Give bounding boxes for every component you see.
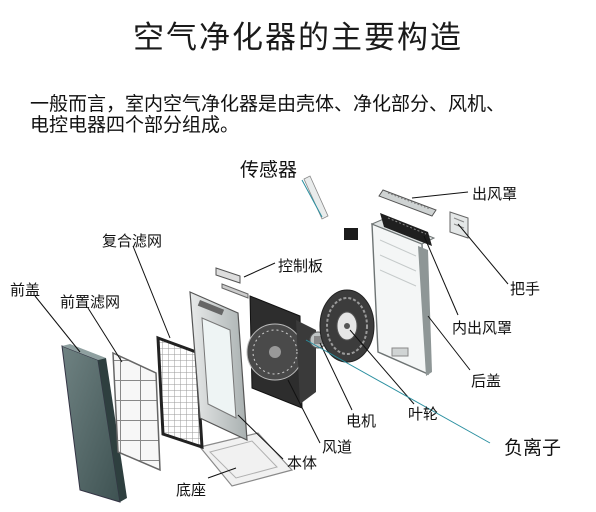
leader-body bbox=[237, 414, 284, 460]
label-pre-filter: 前置滤网 bbox=[60, 293, 121, 311]
control-board-part bbox=[215, 267, 249, 299]
leader-control-board bbox=[243, 262, 276, 278]
leader-sensor bbox=[301, 179, 323, 218]
intro-text: 一般而言，室内空气净化器是由壳体、净化部分、风机、 电控电器四个部分组成。 bbox=[30, 94, 590, 136]
diagram-title: 空气净化器的主要构造 bbox=[133, 20, 463, 56]
label-composite-filter: 复合滤网 bbox=[102, 232, 163, 250]
leader-rear-cover bbox=[427, 315, 471, 371]
label-control-board: 控制板 bbox=[278, 257, 324, 275]
outlet-cover-part bbox=[378, 189, 437, 217]
leader-base bbox=[207, 467, 237, 479]
composite-filter-part bbox=[156, 335, 204, 450]
label-inner-outlet-cover: 内出风罩 bbox=[452, 319, 513, 337]
label-base: 底座 bbox=[176, 481, 207, 499]
leader-air-duct bbox=[287, 379, 321, 444]
leader-handle bbox=[457, 223, 509, 285]
leader-impeller bbox=[349, 329, 415, 405]
leader-front-cover bbox=[34, 295, 81, 353]
sensor-part bbox=[303, 175, 358, 240]
label-sensor: 传感器 bbox=[240, 159, 298, 181]
body-frame-part bbox=[189, 291, 248, 441]
label-air-duct: 风道 bbox=[322, 438, 353, 456]
impeller-part bbox=[319, 289, 375, 363]
front-cover-part bbox=[61, 344, 127, 503]
leader-anion bbox=[305, 339, 491, 444]
leader-motor bbox=[319, 342, 353, 411]
leader-pre-filter bbox=[87, 307, 123, 363]
base-part bbox=[198, 432, 294, 487]
pre-filter-part bbox=[112, 351, 161, 472]
inner-outlet-cover-part bbox=[380, 213, 432, 246]
label-body: 本体 bbox=[287, 454, 318, 472]
label-motor: 电机 bbox=[346, 412, 377, 430]
leader-outlet-cover bbox=[411, 191, 469, 199]
leader-inner-outlet-cover bbox=[423, 235, 459, 316]
intro-line-2: 电控电器四个部分组成。 bbox=[30, 114, 240, 136]
label-front-cover: 前盖 bbox=[10, 281, 41, 299]
label-impeller: 叶轮 bbox=[408, 405, 439, 423]
label-outlet-cover: 出风罩 bbox=[472, 185, 518, 203]
intro-line-1: 一般而言，室内空气净化器是由壳体、净化部分、风机、 bbox=[30, 93, 506, 115]
label-handle: 把手 bbox=[510, 280, 541, 298]
label-anion: 负离子 bbox=[504, 437, 562, 459]
air-duct-part bbox=[246, 295, 316, 409]
leader-lines bbox=[34, 179, 509, 479]
label-rear-cover: 后盖 bbox=[471, 372, 502, 390]
leader-composite-filter bbox=[132, 245, 171, 339]
